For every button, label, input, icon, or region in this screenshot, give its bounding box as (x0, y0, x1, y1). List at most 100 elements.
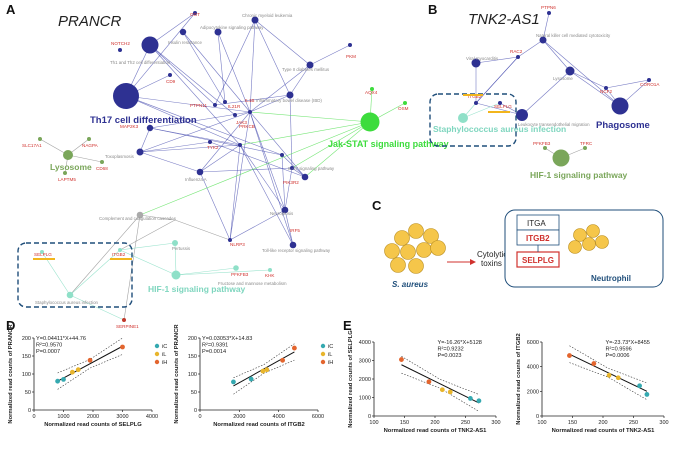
confidence-band (569, 345, 648, 384)
bacteria-cluster (384, 223, 446, 274)
x-tick-label: 4000 (146, 414, 158, 420)
gene-label: CD9 (166, 79, 176, 84)
pathway-label: Adipocytokine signaling pathway (200, 25, 264, 30)
x-axis-label: Normalized read counts of TNK2-AS1 (384, 428, 488, 434)
highlight-bar (33, 258, 55, 260)
data-point-iH (426, 379, 432, 385)
regression-stat: P=0.0023 (437, 353, 461, 359)
legend-marker-iC (154, 343, 160, 349)
y-tick-label: 150 (22, 354, 31, 360)
pathway-node (286, 91, 294, 99)
regression-line (401, 364, 480, 404)
pathway-label: Toll-like receptor signaling pathway (262, 248, 331, 253)
pathway-node (281, 206, 289, 214)
y-tick-label: 100 (188, 372, 197, 378)
gene-label: PFKFB3 (533, 141, 551, 146)
y-tick-label: 50 (25, 390, 31, 396)
data-point-iC (467, 396, 473, 401)
regression-line (569, 353, 648, 392)
pathway-label: Necroptosis (270, 211, 294, 216)
hub-hif-label: HIF-1 signaling pathway (148, 284, 246, 294)
gene-label: CORO1A (640, 82, 660, 87)
x-tick-label: 200 (598, 420, 607, 426)
legend-marker-iL (320, 351, 326, 357)
pathway-node (516, 109, 528, 121)
highlight-box (17, 242, 133, 308)
panel-d-letter: D (6, 318, 15, 333)
box-item-label: SELPLG (522, 256, 554, 265)
data-point-iL (606, 372, 612, 378)
pathway-label: Lysosome (553, 76, 573, 81)
x-tick-label: 2000 (233, 414, 245, 420)
pathway-label: IL-17 signaling pathway (288, 166, 335, 171)
pathway-node (141, 36, 159, 54)
regression-stat: Y=-23.73*X+8455 (605, 340, 649, 346)
pathway-node (251, 16, 259, 24)
pathway-label: Fructose and mannose metabolism (218, 281, 287, 286)
data-point-iL (75, 367, 81, 373)
panel-a-letter: A (6, 2, 16, 17)
data-point-iH (87, 357, 93, 363)
hub-lysosome-label: Lysosome (50, 162, 92, 172)
y-axis-label: Normalized read counts of SELPLG (348, 330, 354, 428)
x-tick-label: 300 (659, 420, 668, 426)
panel-b-title: TNK2-AS1 (468, 11, 540, 28)
pathway-label: Complement and coagulation cascades (99, 216, 177, 221)
pathway-node (301, 173, 309, 181)
hub-hif-node (171, 270, 181, 280)
hub-lysosome-node (63, 150, 73, 160)
x-tick-label: 6000 (312, 414, 324, 420)
confidence-band (233, 343, 295, 379)
confidence-band (569, 362, 648, 401)
x-tick-label: 300 (491, 420, 500, 426)
gene-label: NCF2 (600, 89, 612, 94)
legend-label: iC (328, 344, 333, 350)
data-point-iH (567, 353, 572, 358)
x-tick-label: 100 (369, 420, 378, 426)
x-axis-label: Normalized read counts of TNK2-AS1 (552, 428, 656, 434)
data-point-iL (447, 389, 453, 395)
legend-label: iL (162, 352, 166, 358)
panel-a: A PRANCR (6, 2, 449, 329)
regression-stat: R²=0.9391 (202, 343, 228, 349)
hub-hif-label-b: HIF-1 signaling pathway (530, 170, 628, 180)
pathway-node (471, 58, 481, 68)
legend-label: iH (328, 360, 333, 366)
y-tick-label: 2000 (359, 377, 371, 383)
regression-stat: Y=0.04411*X+44.76 (36, 336, 86, 342)
panel-b: B TNK2-AS1 (428, 2, 660, 180)
data-point-iH (399, 357, 404, 362)
y-tick-label: 150 (188, 354, 197, 360)
gene-label: SERPINE1 (116, 324, 139, 329)
data-point-iC (644, 392, 650, 397)
data-point-iL (260, 368, 266, 374)
x-axis-label: Normalized read counts of SELPLG (44, 422, 142, 428)
panel-b-gene-labels: PTPN6 RAC2 ITGB2 SELPLG NCF2 CORO1A PFKF… (468, 5, 660, 146)
highlight-bar (110, 258, 132, 260)
legend-marker-iL (154, 351, 160, 357)
y-tick-label: 200 (188, 336, 197, 342)
gene-label: IL21R (228, 104, 241, 109)
regression-stat: R²=0.9570 (36, 343, 62, 349)
gene-label: LAPTM5 (58, 177, 76, 182)
pathway-label: Chronic myeloid leukemia (242, 13, 293, 18)
y-tick-label: 200 (22, 336, 31, 342)
panel-b-nodes (458, 11, 651, 167)
regression-stat: P=0.0014 (202, 349, 226, 355)
confidence-band (57, 337, 123, 374)
pathway-node (289, 241, 297, 249)
x-tick-label: 250 (461, 420, 470, 426)
phagocytosed-bacteria (568, 224, 609, 254)
gene-label: AQX4 (365, 90, 378, 95)
pathway-node (66, 291, 74, 299)
confidence-band (401, 356, 480, 395)
data-point-iL (264, 367, 270, 373)
y-tick-label: 4000 (527, 365, 539, 371)
pathway-node (136, 211, 144, 219)
hub-jak-node (360, 112, 380, 132)
y-axis-label: Normalized read counts of ITGB2 (516, 333, 522, 424)
panel-c-letter: C (372, 198, 382, 213)
